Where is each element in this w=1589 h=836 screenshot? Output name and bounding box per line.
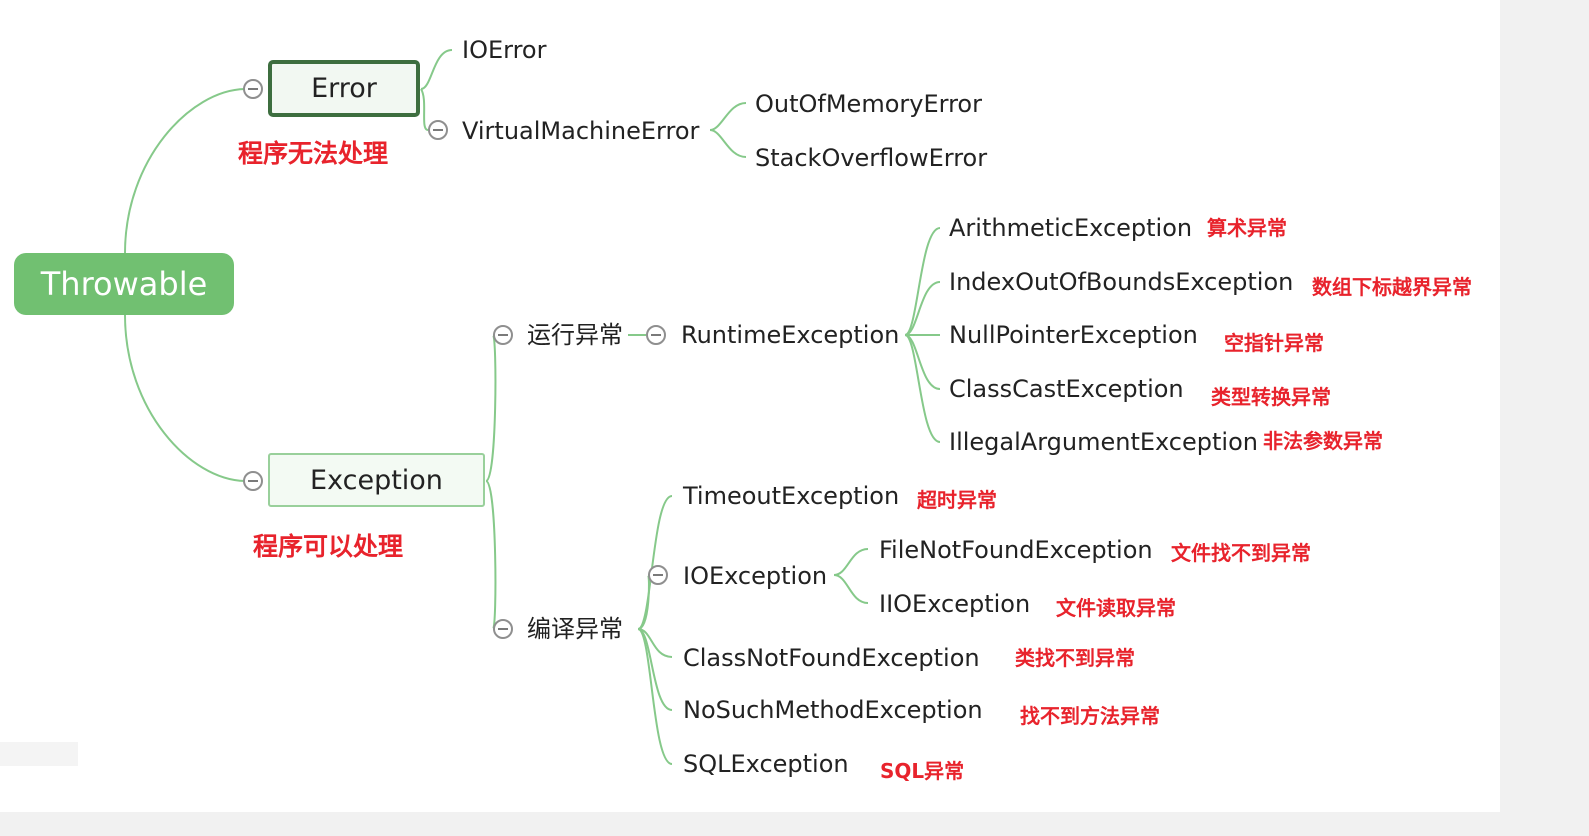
link-io-fnf	[833, 548, 869, 576]
ioexception-collapse-icon[interactable]	[648, 565, 668, 585]
classnotfoundexception-note: 类找不到异常	[1015, 646, 1135, 670]
mindmap-canvas: Throwable Error 程序无法处理 IOError VirtualMa…	[0, 0, 1500, 812]
sqlexception-note: SQL异常	[880, 759, 965, 783]
connector-lines	[124, 49, 941, 765]
runtimeexception-node[interactable]: RuntimeException	[681, 321, 900, 349]
link-error-ioerror	[420, 49, 453, 90]
compile-group-label[interactable]: 编译异常	[527, 615, 623, 643]
link-vm-soe	[709, 129, 747, 158]
arithmeticexception-note: 算术异常	[1207, 216, 1287, 240]
illegalargumentexception-node[interactable]: IllegalArgumentException	[949, 428, 1258, 456]
throwable-node[interactable]: Throwable	[14, 253, 234, 315]
link-rt-1	[904, 227, 941, 336]
link-cp-timeout	[637, 495, 673, 630]
nullpointerexception-node[interactable]: NullPointerException	[949, 321, 1198, 349]
indexoutofboundsexception-note: 数组下标越界异常	[1312, 275, 1472, 299]
link-cp-sql	[637, 628, 673, 765]
filenotfoundexception-node[interactable]: FileNotFoundException	[879, 536, 1153, 564]
link-root-exception	[124, 314, 246, 482]
vmerror-node[interactable]: VirtualMachineError	[462, 117, 700, 145]
link-rt-5	[904, 334, 941, 443]
classnotfoundexception-node[interactable]: ClassNotFoundException	[683, 644, 980, 672]
nosuchmethodexception-note: 找不到方法异常	[1020, 704, 1160, 728]
link-exception-compile	[485, 480, 497, 630]
nullpointerexception-note: 空指针异常	[1224, 331, 1324, 355]
vmerror-collapse-icon[interactable]	[428, 120, 448, 140]
stackoverflowerror-node[interactable]: StackOverflowError	[755, 144, 988, 172]
exception-note: 程序可以处理	[253, 532, 404, 561]
link-io-iio	[833, 574, 869, 604]
error-collapse-icon[interactable]	[243, 79, 263, 99]
indexoutofboundsexception-node[interactable]: IndexOutOfBoundsException	[949, 268, 1294, 296]
corner-tab	[0, 742, 78, 766]
sqlexception-node[interactable]: SQLException	[683, 750, 849, 778]
iioexception-note: 文件读取异常	[1056, 596, 1176, 620]
compile-group-collapse-icon[interactable]	[493, 619, 513, 639]
timeoutexception-note: 超时异常	[917, 488, 997, 512]
ioerror-node[interactable]: IOError	[462, 36, 547, 64]
nosuchmethodexception-node[interactable]: NoSuchMethodException	[683, 696, 983, 724]
link-rt-2	[904, 281, 941, 336]
arithmeticexception-node[interactable]: ArithmeticException	[949, 214, 1193, 242]
link-root-error	[124, 88, 246, 254]
classcastexception-node[interactable]: ClassCastException	[949, 375, 1184, 403]
runtime-group-collapse-icon[interactable]	[493, 325, 513, 345]
error-note: 程序无法处理	[238, 139, 389, 168]
runtimeexception-collapse-icon[interactable]	[646, 325, 666, 345]
runtime-group-label[interactable]: 运行异常	[527, 321, 623, 349]
link-cp-nsm	[637, 628, 673, 711]
error-node[interactable]: Error	[268, 60, 420, 117]
ioexception-node[interactable]: IOException	[683, 562, 828, 590]
classcastexception-note: 类型转换异常	[1211, 385, 1331, 409]
timeoutexception-node[interactable]: TimeoutException	[683, 482, 900, 510]
iioexception-node[interactable]: IIOException	[879, 590, 1031, 618]
exception-collapse-icon[interactable]	[243, 471, 263, 491]
link-vm-oom	[709, 102, 747, 131]
filenotfoundexception-note: 文件找不到异常	[1171, 541, 1311, 565]
link-exception-runtime	[485, 334, 497, 482]
outofmemoryerror-node[interactable]: OutOfMemoryError	[755, 90, 982, 118]
exception-node[interactable]: Exception	[268, 453, 485, 507]
illegalargumentexception-note: 非法参数异常	[1263, 429, 1383, 453]
link-error-vmerror	[420, 88, 429, 131]
